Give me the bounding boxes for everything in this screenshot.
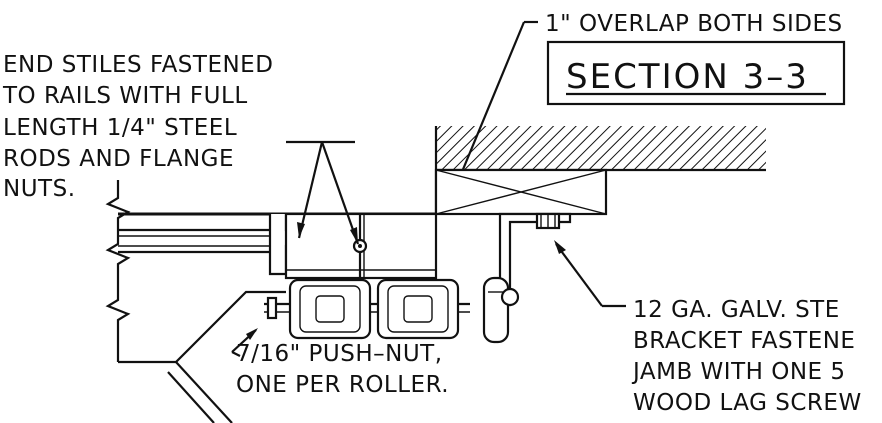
svg-text:WOOD LAG SCREW: WOOD LAG SCREW: [633, 390, 862, 416]
svg-text:12 GA. GALV. STE: 12 GA. GALV. STE: [633, 297, 840, 323]
roller-right: [376, 278, 460, 340]
svg-text:TO RAILS WITH FULL: TO RAILS WITH FULL: [2, 83, 248, 109]
svg-text:END STILES FASTENED: END STILES FASTENED: [3, 52, 273, 78]
wood-blocking: [434, 168, 608, 216]
door-body-edge: [118, 290, 286, 423]
end-stiles-leader: [286, 140, 360, 245]
push-nut-leader: [231, 328, 258, 357]
rail-channel: [284, 212, 438, 280]
section-title-box: SECTION 3–3: [546, 40, 846, 106]
overlap-callout: 1" OVERLAP BOTH SIDES: [545, 11, 843, 37]
section-title: SECTION 3–3: [566, 57, 809, 97]
bracket-callout: 12 GA. GALV. STE BRACKET FASTENE JAMB WI…: [631, 297, 862, 416]
svg-text:JAMB WITH ONE 5: JAMB WITH ONE 5: [631, 359, 846, 385]
bracket-leader: [554, 240, 626, 308]
svg-text:ONE PER ROLLER.: ONE PER ROLLER.: [236, 372, 449, 398]
svg-text:7/16" PUSH–NUT,: 7/16" PUSH–NUT,: [236, 341, 443, 367]
push-nut-callout: 7/16" PUSH–NUT, ONE PER ROLLER.: [236, 341, 449, 398]
guide-roller: [482, 276, 520, 344]
break-line: [105, 180, 131, 362]
svg-text:NUTS.: NUTS.: [3, 176, 76, 202]
roller-assembly: [264, 278, 470, 340]
end-stiles-callout: END STILES FASTENED TO RAILS WITH FULL L…: [2, 52, 273, 202]
svg-text:RODS AND FLANGE: RODS AND FLANGE: [3, 146, 234, 172]
svg-text:LENGTH 1/4" STEEL: LENGTH 1/4" STEEL: [3, 115, 237, 141]
roller-left: [288, 278, 372, 340]
svg-text:BRACKET FASTENE: BRACKET FASTENE: [633, 328, 855, 354]
